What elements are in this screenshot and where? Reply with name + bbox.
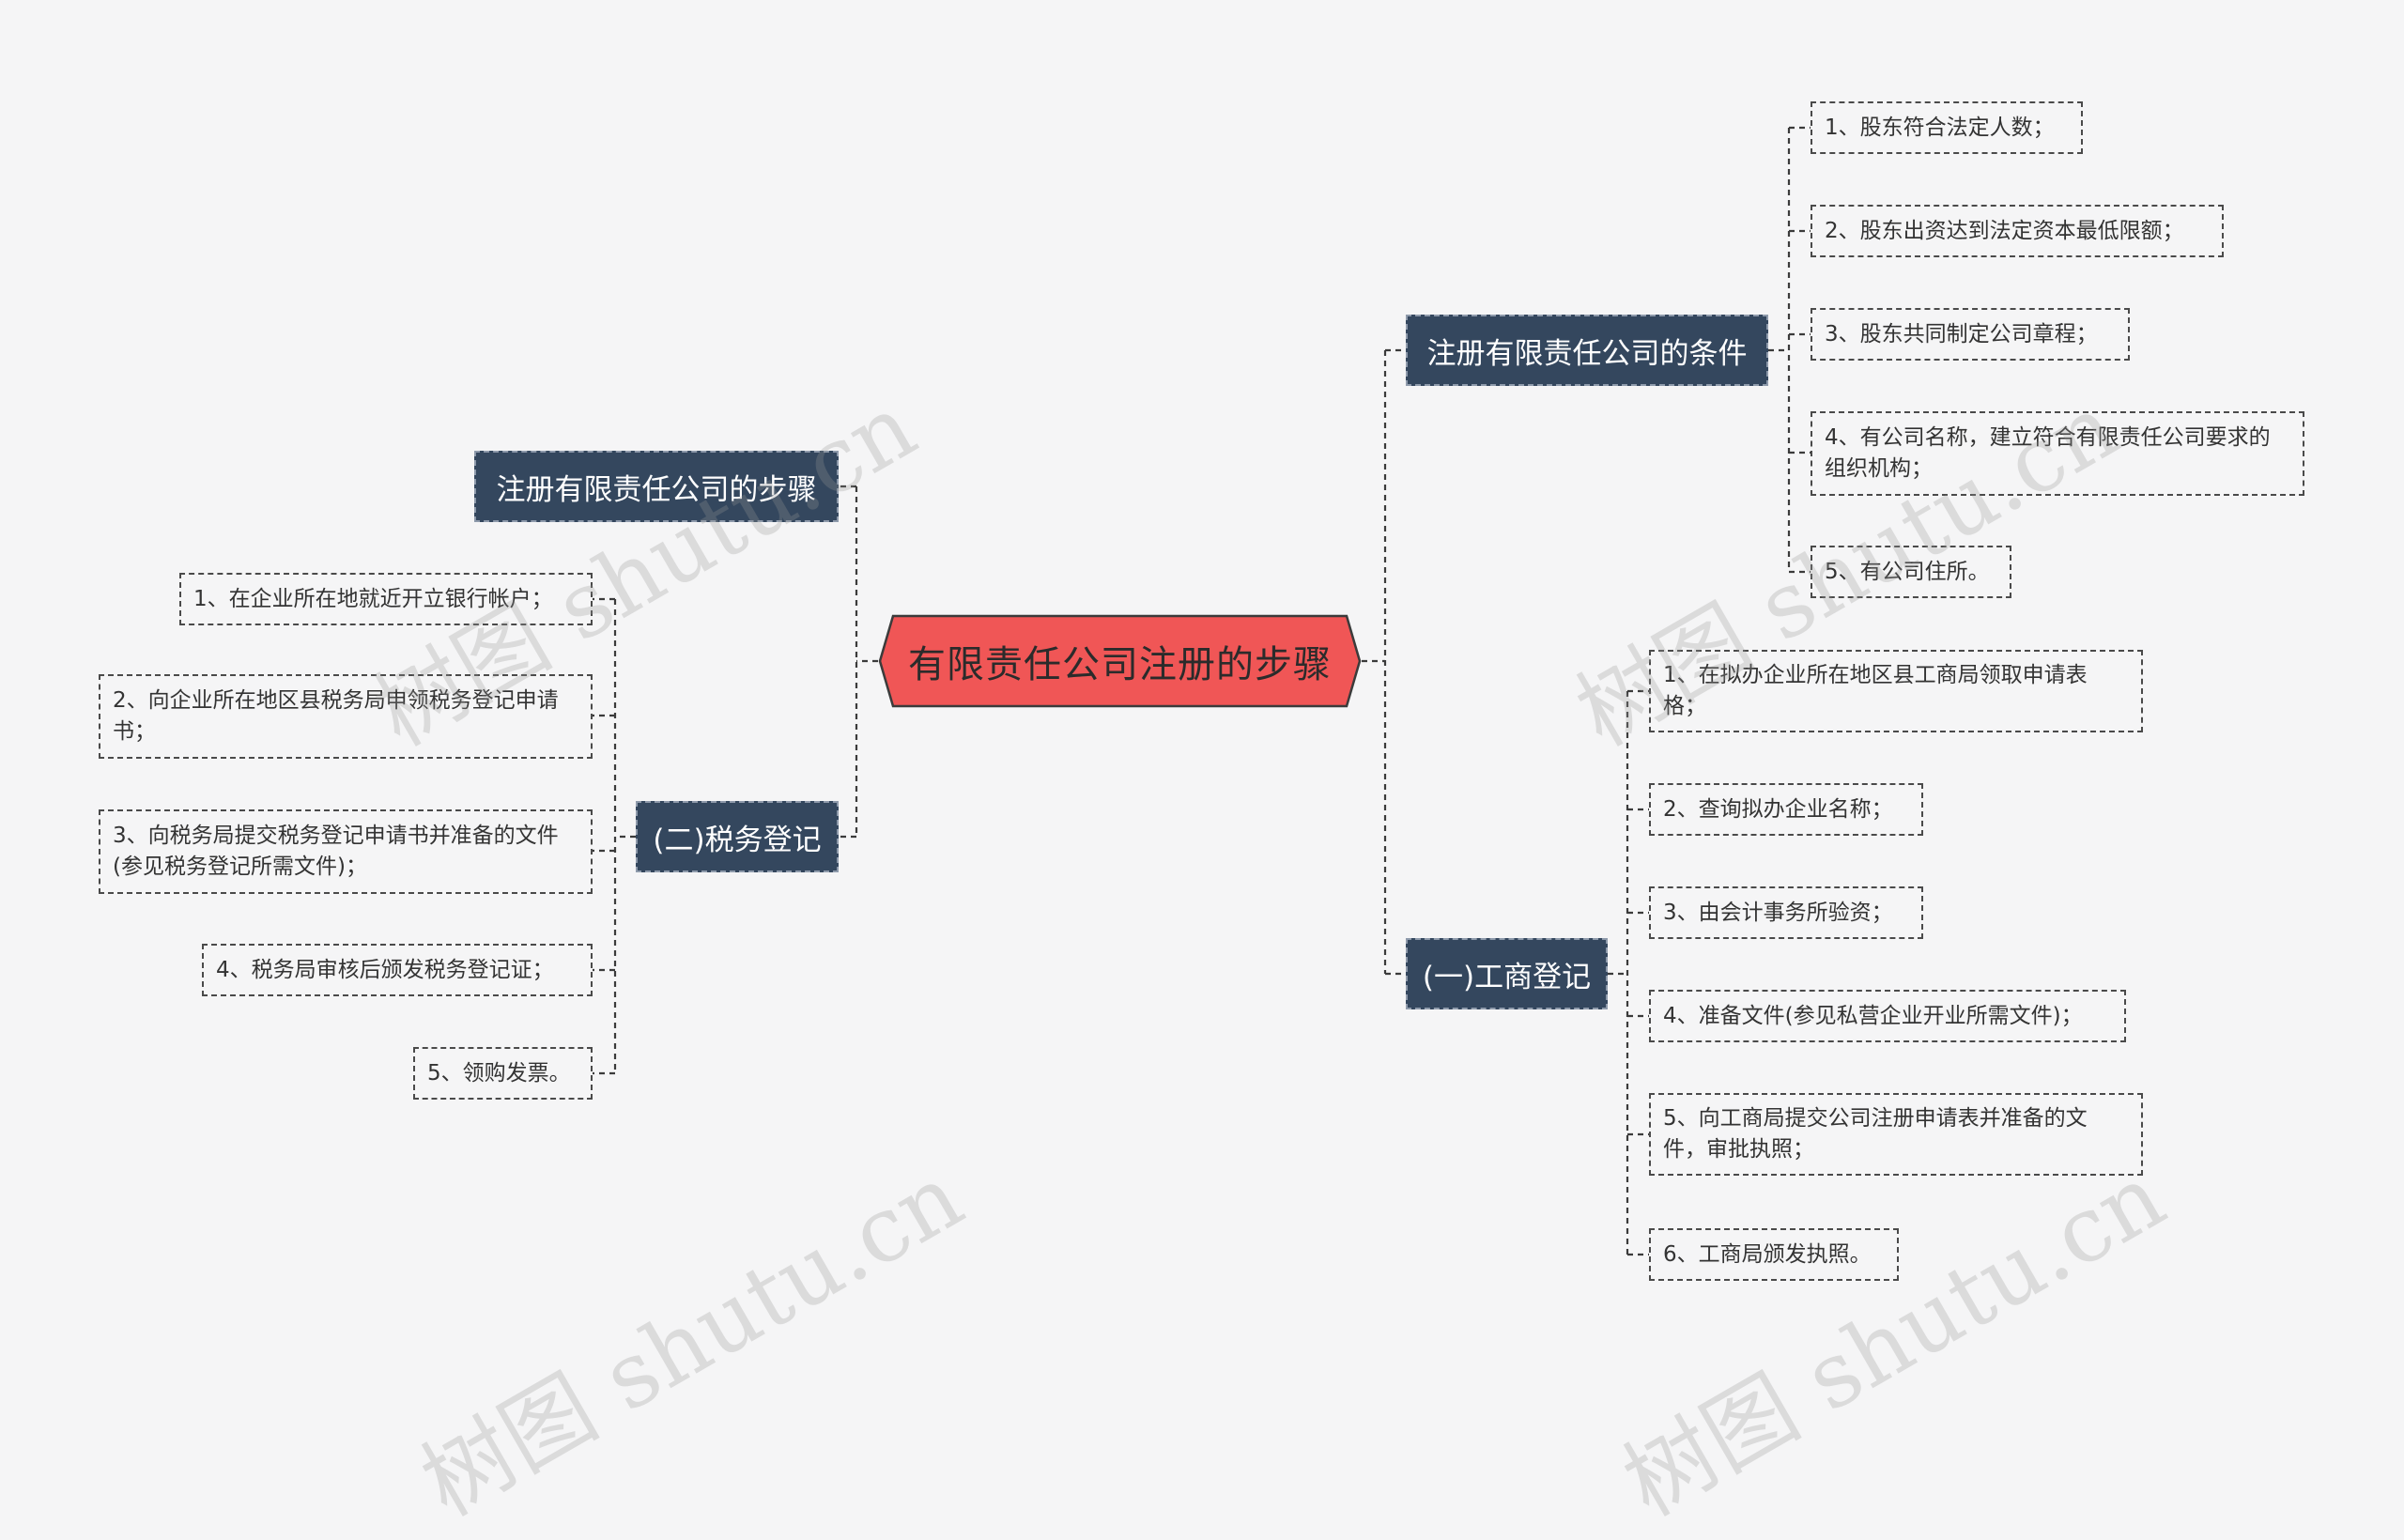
business-item-6[interactable]: 6、工商局颁发执照。: [1649, 1228, 1899, 1281]
business-item-2[interactable]: 2、查询拟办企业名称；: [1649, 783, 1923, 836]
tax-item-1[interactable]: 1、在企业所在地就近开立银行帐户；: [179, 573, 593, 625]
condition-item-2[interactable]: 2、股东出资达到法定资本最低限额；: [1811, 205, 2224, 257]
branch-steps-label: 注册有限责任公司的步骤: [496, 472, 817, 507]
tax-item-4[interactable]: 4、税务局审核后颁发税务登记证；: [202, 944, 593, 996]
condition-item-3[interactable]: 3、股东共同制定公司章程；: [1811, 308, 2130, 361]
tax-item-5[interactable]: 5、领购发票。: [413, 1047, 593, 1100]
condition-item-1[interactable]: 1、股东符合法定人数；: [1811, 101, 2083, 154]
branch-business-label: (一)工商登记: [1422, 960, 1592, 994]
branch-tax[interactable]: (二)税务登记: [636, 801, 839, 872]
branch-conditions-label: 注册有限责任公司的条件: [1426, 336, 1748, 371]
tax-item-3[interactable]: 3、向税务局提交税务登记申请书并准备的文件(参见税务登记所需文件)；: [99, 809, 593, 894]
branch-steps[interactable]: 注册有限责任公司的步骤: [474, 451, 839, 522]
business-item-1[interactable]: 1、在拟办企业所在地区县工商局领取申请表格；: [1649, 650, 2143, 732]
branch-tax-label: (二)税务登记: [653, 823, 822, 857]
condition-item-4[interactable]: 4、有公司名称，建立符合有限责任公司要求的组织机构；: [1811, 411, 2304, 496]
business-item-4[interactable]: 4、准备文件(参见私营企业开业所需文件)；: [1649, 990, 2126, 1042]
root-label: 有限责任公司注册的步骤: [908, 643, 1332, 686]
branch-business[interactable]: (一)工商登记: [1406, 938, 1608, 1009]
mindmap-canvas: 有限责任公司注册的步骤 注册有限责任公司的条件 1、股东符合法定人数； 2、股东…: [99, 101, 2304, 1536]
condition-item-5[interactable]: 5、有公司住所。: [1811, 546, 2011, 598]
business-item-5[interactable]: 5、向工商局提交公司注册申请表并准备的文件，审批执照；: [1649, 1093, 2143, 1176]
root-node[interactable]: 有限责任公司注册的步骤: [878, 614, 1362, 708]
tax-item-2[interactable]: 2、向企业所在地区县税务局申领税务登记申请书；: [99, 674, 593, 759]
root-hexagon: [878, 614, 1362, 708]
connector-lines: [593, 126, 1811, 1256]
business-item-3[interactable]: 3、由会计事务所验资；: [1649, 886, 1923, 939]
branch-conditions[interactable]: 注册有限责任公司的条件: [1406, 315, 1768, 386]
